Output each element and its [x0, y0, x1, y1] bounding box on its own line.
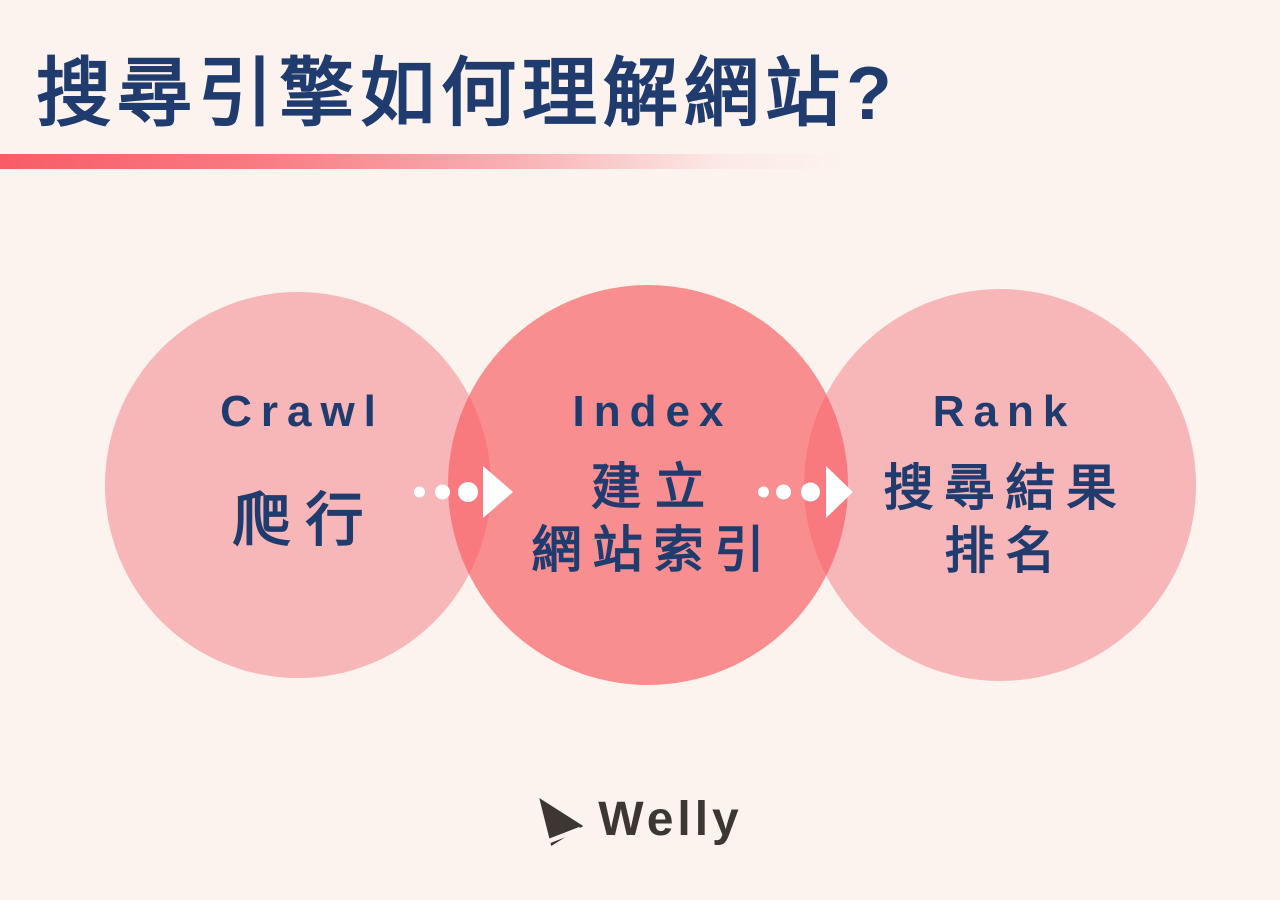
brand-name: Welly: [598, 793, 743, 846]
step-rank-zh-label-line1: 搜尋結果: [883, 460, 1128, 516]
brand-logo: Welly: [537, 796, 743, 848]
arrow-dot: [414, 486, 425, 498]
step-circle-rank: Rank 搜尋結果 排名: [804, 289, 1196, 681]
title-underline-accent: [0, 154, 868, 169]
paper-plane-icon: [539, 798, 584, 846]
step-rank-en-label: Rank: [932, 387, 1077, 436]
step-crawl-en-label: Crawl: [220, 387, 385, 436]
arrow-dot: [776, 484, 791, 500]
step-index-zh-label-line2: 網站索引: [531, 522, 776, 578]
arrow-dot: [458, 482, 478, 502]
arrow-dot: [758, 486, 769, 498]
flow-arrow-icon: [758, 466, 854, 518]
flow-arrow-icon: [414, 466, 514, 518]
step-crawl-zh-label: 爬行: [232, 488, 379, 553]
arrow-head: [483, 466, 513, 518]
step-circle-crawl: Crawl 爬行: [105, 292, 491, 678]
page-title: 搜尋引擎如何理解網站?: [36, 51, 898, 135]
step-index-en-label: Index: [572, 387, 733, 436]
arrow-head: [826, 466, 853, 518]
step-index-zh-label-line1: 建立: [591, 459, 719, 515]
step-rank-zh-label-line2: 排名: [944, 523, 1067, 579]
arrow-dot: [801, 482, 820, 502]
arrow-dot: [435, 484, 450, 500]
